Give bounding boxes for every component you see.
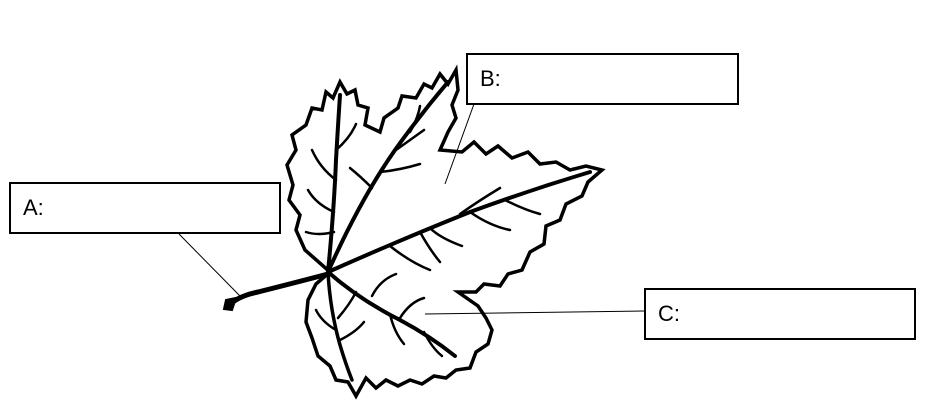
label-box-c[interactable]: C: (644, 288, 916, 340)
leader-line-b (444, 103, 475, 185)
label-box-a[interactable]: A: (9, 182, 281, 234)
leader-line-c (424, 310, 645, 315)
label-b-text: B: (480, 66, 501, 91)
label-box-b[interactable]: B: (466, 53, 739, 105)
label-a-text: A: (23, 195, 44, 220)
leaf-blade (285, 64, 606, 400)
label-c-text: C: (658, 301, 680, 326)
petiole-tip (222, 296, 238, 312)
leader-line-a (178, 233, 241, 297)
leaf-veins (304, 80, 592, 382)
